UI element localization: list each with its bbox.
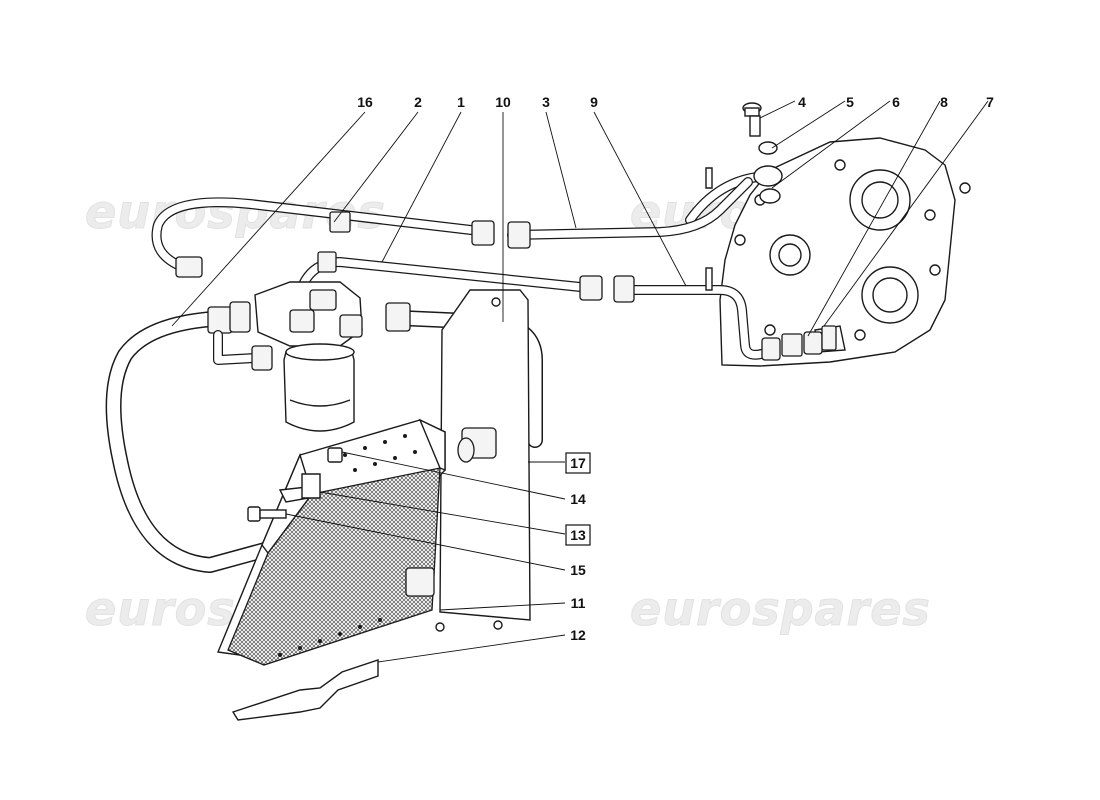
- leader-lines: [171, 100, 989, 663]
- watermark-bottom-right: eurospares: [630, 582, 931, 636]
- banjo-bolt: [742, 102, 762, 137]
- callout-6: 6: [892, 94, 900, 110]
- flange-pipe: [685, 165, 783, 225]
- callout-13-box: [565, 524, 591, 546]
- filter-elbow-hose: [213, 330, 273, 371]
- sealing-washer: [758, 141, 778, 155]
- callout-17: 17: [570, 455, 586, 471]
- callout-11: 11: [571, 595, 586, 611]
- callout-5: 5: [846, 94, 854, 110]
- callout-15: 15: [570, 562, 586, 578]
- callout-3: 3: [542, 94, 550, 110]
- callout-10: 10: [495, 94, 511, 110]
- mounting-bracket: [435, 289, 531, 632]
- callout-16: 16: [357, 94, 373, 110]
- oil-filter-assembly: [254, 281, 363, 432]
- engine-union-fittings: [761, 325, 837, 361]
- hose-16: [105, 301, 273, 573]
- small-bracket: [278, 473, 321, 503]
- hose-9: [613, 267, 773, 360]
- hose-3: [507, 177, 753, 249]
- oil-cooler-radiator: [217, 418, 446, 666]
- callout-8: 8: [940, 94, 948, 110]
- callout-4: 4: [798, 94, 806, 110]
- callout-13: 13: [570, 527, 586, 543]
- callout-9: 9: [590, 94, 598, 110]
- callouts: 16 2 1 10 3 9 4 5 6 8 7 17 14 13 15 11 1…: [357, 94, 994, 643]
- callout-17-box: [565, 452, 591, 474]
- callout-7: 7: [986, 94, 994, 110]
- hose-2: [151, 197, 495, 278]
- clip-nut: [327, 447, 343, 463]
- o-ring: [759, 188, 781, 204]
- callout-14: 14: [570, 491, 586, 507]
- rubber-pad: [231, 659, 379, 721]
- callout-12: 12: [570, 627, 586, 643]
- callout-1: 1: [457, 94, 465, 110]
- callout-2: 2: [414, 94, 422, 110]
